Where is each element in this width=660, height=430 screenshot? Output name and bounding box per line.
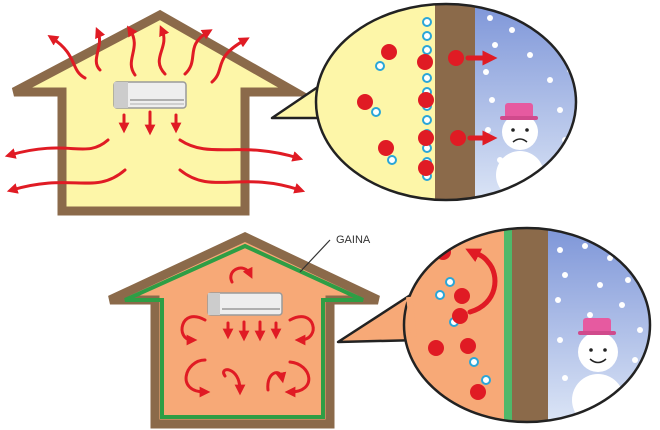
- snowflakes: [555, 243, 643, 381]
- heat-reflect-arrow: [465, 248, 498, 315]
- gaina-label: GAINA: [336, 234, 371, 246]
- air-conditioner: [113, 81, 187, 109]
- gaina-pointer-line: [299, 239, 331, 273]
- air-dots: [435, 277, 491, 385]
- heat-dots: [357, 44, 466, 176]
- heat-transfer-arrows: [465, 50, 498, 146]
- air-conditioner: [207, 292, 283, 316]
- zoom-bubble-without-gaina: [314, 2, 578, 202]
- snowman-smiling: [572, 318, 624, 422]
- heat-escape-arrows: [4, 25, 306, 194]
- heat-circulation-arrows: [180, 266, 315, 398]
- house-wall-outline: [11, 9, 312, 216]
- house-without-gaina: [4, 9, 312, 216]
- gaina-coating: [124, 243, 364, 419]
- zoom-bubble-with-gaina: [402, 226, 652, 424]
- house-with-gaina: GAINA: [108, 232, 380, 429]
